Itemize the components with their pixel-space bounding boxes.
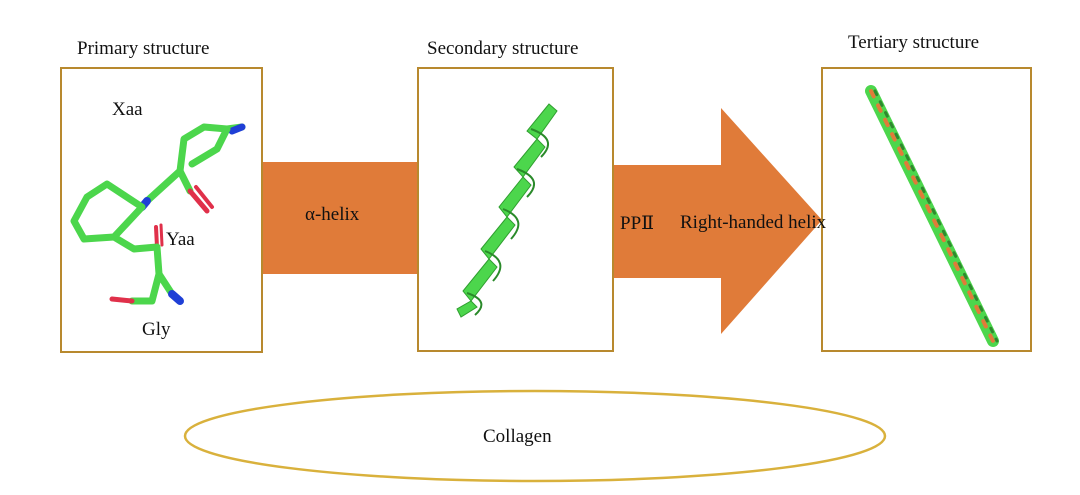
primary-structure-box: Xaa Yaa Gly <box>60 67 263 353</box>
secondary-structure-title: Secondary structure <box>427 38 579 59</box>
gly-oxygen <box>109 296 135 304</box>
pp2-label: PPⅡ <box>620 213 655 234</box>
right-handed-helix-label: Right-handed helix <box>680 212 827 233</box>
helix-turns <box>466 128 550 316</box>
xaa-oxygen-2 <box>194 185 214 209</box>
xaa-label: Xaa <box>112 99 143 120</box>
gly-n <box>168 290 184 305</box>
triple-helix-strand-1 <box>865 85 999 347</box>
xaa-ring-2 <box>188 125 231 168</box>
triple-helix <box>865 85 999 347</box>
primary-structure-title: Primary structure <box>77 38 210 59</box>
right-handed-helix-arrow <box>612 108 822 334</box>
backbone-1 <box>143 167 184 205</box>
tripeptide-stick-model <box>70 123 246 305</box>
xaa-oxygen <box>187 188 210 214</box>
helix-segment-4 <box>480 216 516 260</box>
alpha-helix-arrow <box>262 162 420 274</box>
yaa-oxygen-2 <box>159 223 164 247</box>
tertiary-structure-title: Tertiary structure <box>848 32 980 53</box>
yaa-label: Yaa <box>166 229 195 250</box>
yaa-chain <box>110 233 161 253</box>
helix-segment-6 <box>456 300 478 318</box>
triple-helix-strand-3 <box>873 89 999 343</box>
helix-segment-3 <box>498 176 532 218</box>
alpha-helix-label: α-helix <box>305 204 360 225</box>
secondary-structure-box <box>417 67 614 352</box>
collagen-ellipse <box>183 389 887 483</box>
xaa-ring-n <box>228 123 246 135</box>
helix-segment-5 <box>462 258 498 302</box>
tertiary-structure-box <box>821 67 1032 352</box>
xaa-carbonyl <box>176 167 194 195</box>
yaa-ring <box>70 180 146 243</box>
gly-label: Gly <box>142 319 171 340</box>
collagen-label: Collagen <box>483 426 552 447</box>
gly-c <box>128 270 163 305</box>
helix-segment-2 <box>513 138 546 178</box>
triple-helix-strand-2 <box>869 89 995 343</box>
alpha-helix-ribbon <box>456 103 558 318</box>
